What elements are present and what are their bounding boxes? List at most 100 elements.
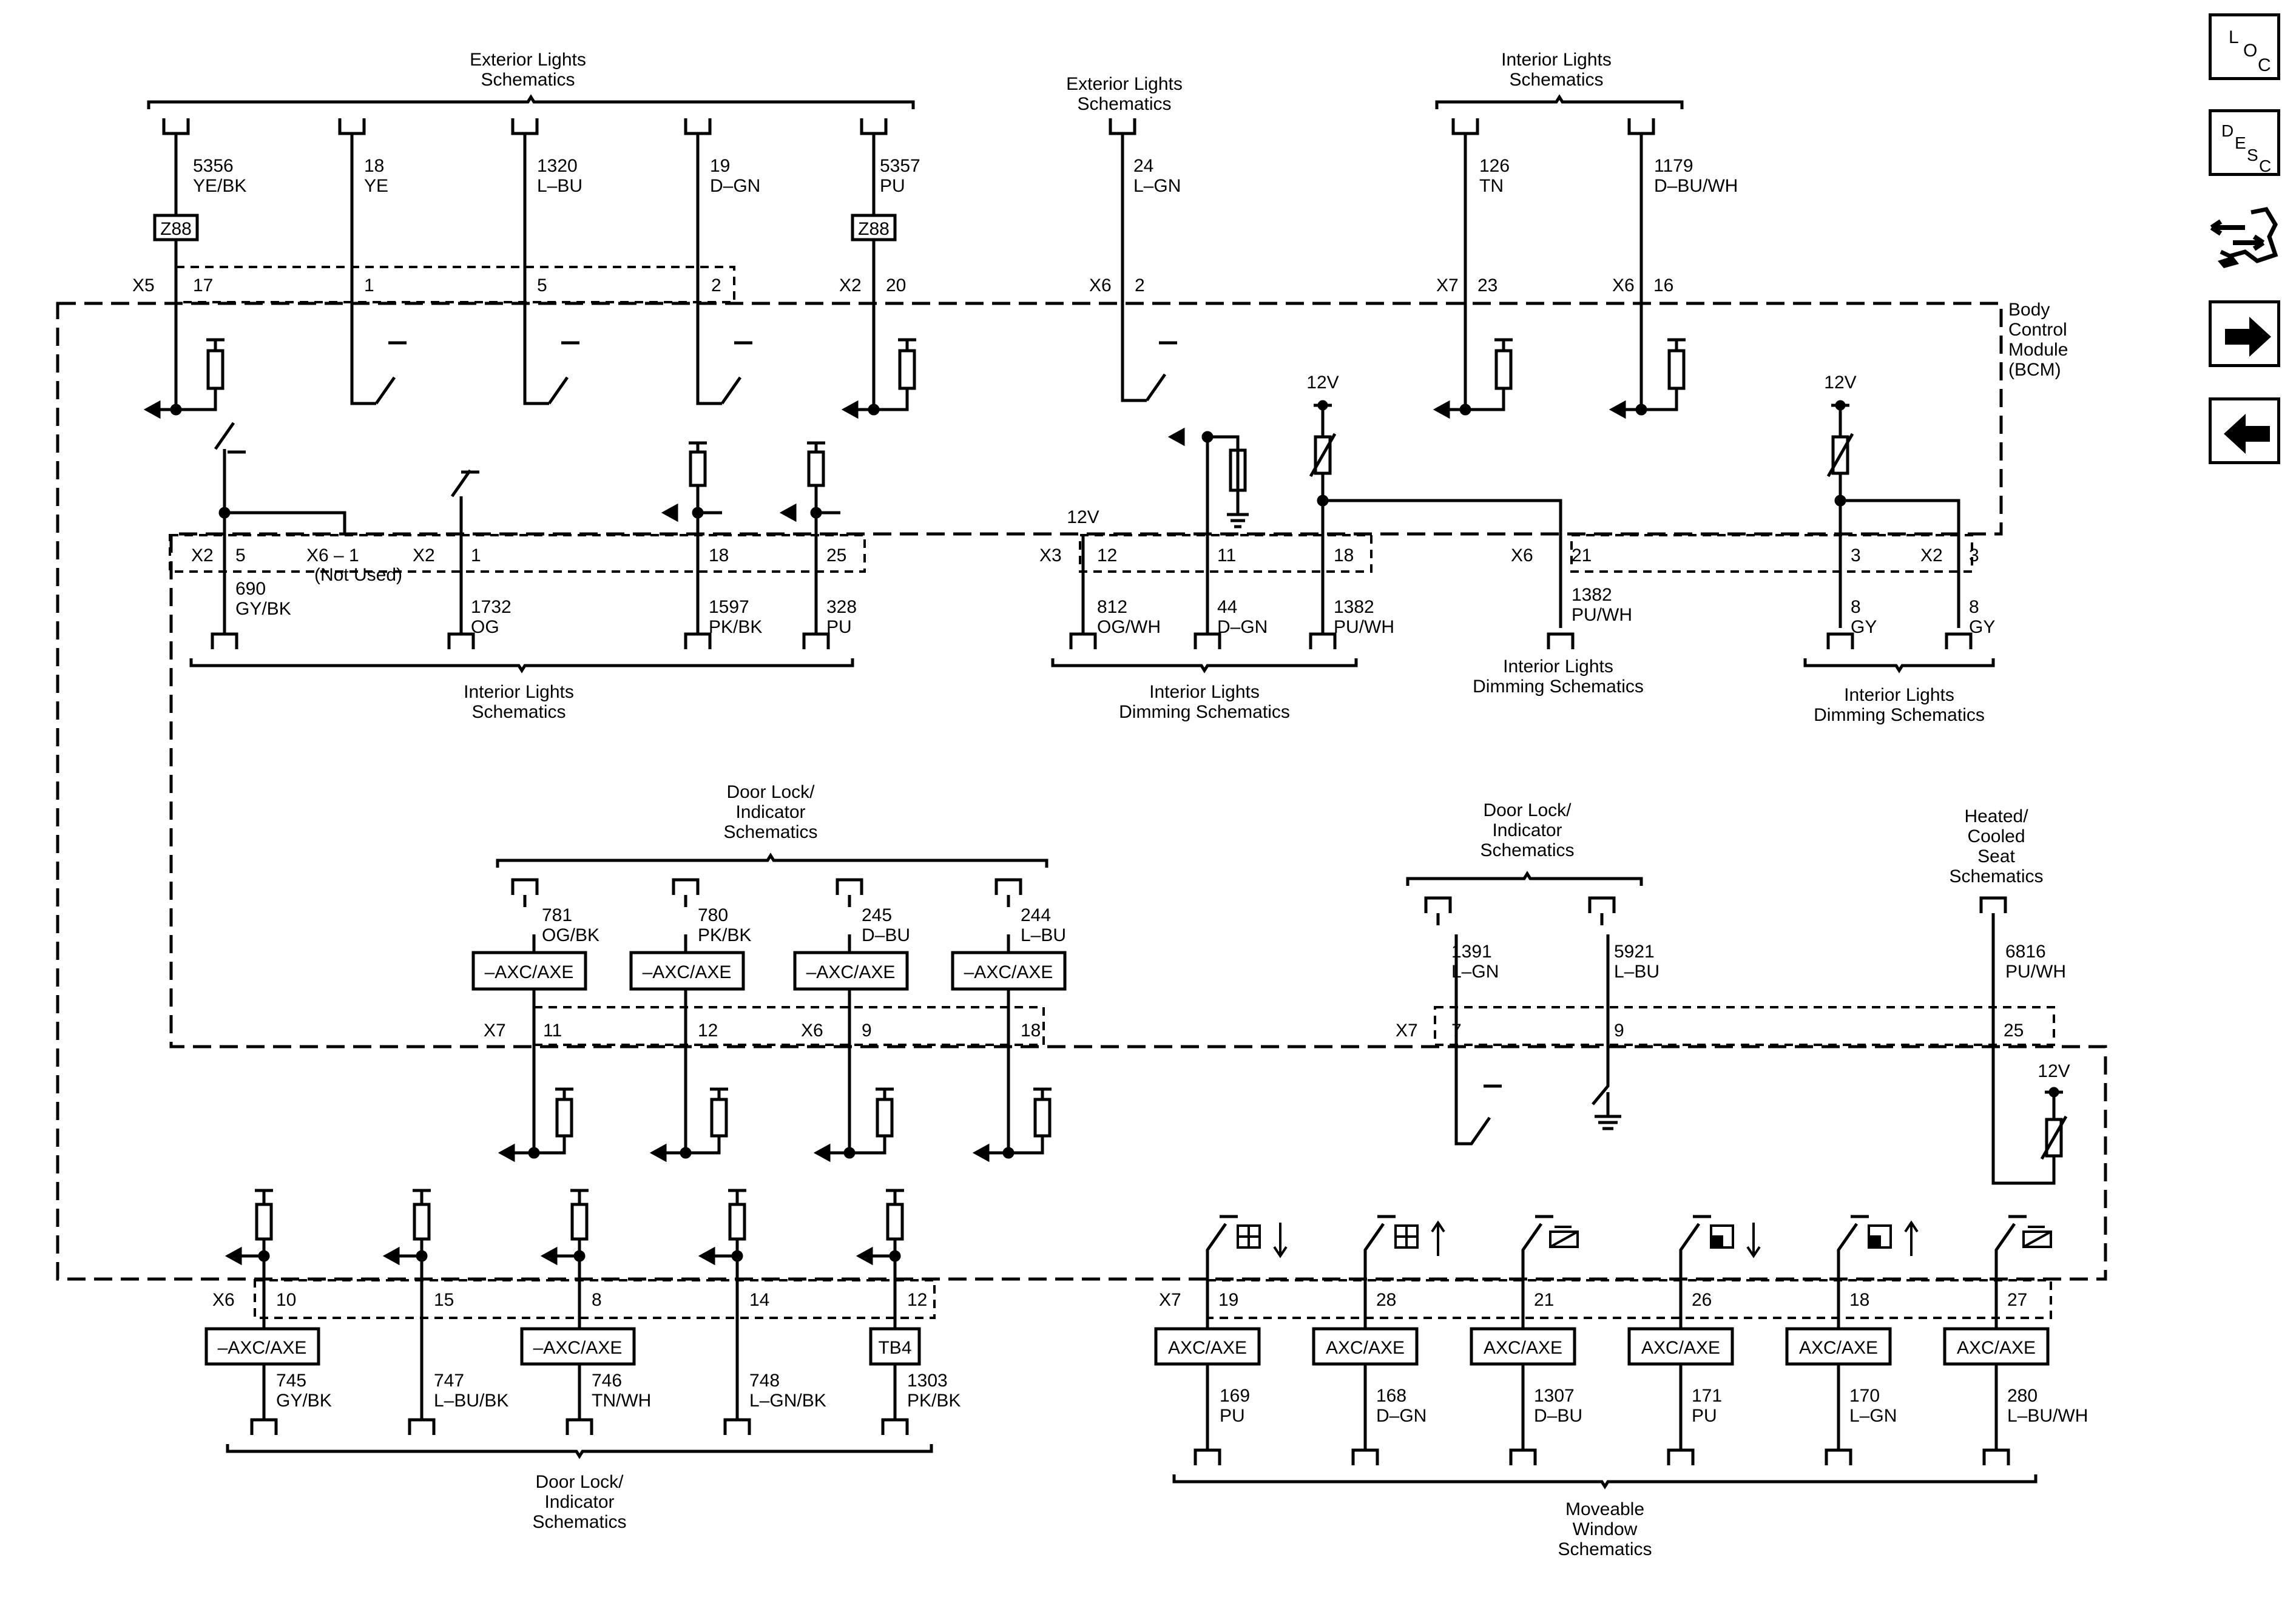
pin-number: 18 (1849, 1290, 1869, 1310)
connector-note: (Not Used) (314, 565, 402, 585)
wire-color-code: L–BU/BK (434, 1391, 508, 1411)
pin-number: 12 (1097, 545, 1117, 565)
pin-number: 11 (1217, 545, 1236, 565)
connector-label: X6 (1612, 275, 1635, 295)
desc-button[interactable]: D E S C (2209, 109, 2280, 176)
wire-circuit-number: 1597 (709, 597, 749, 617)
wire-circuit-number: 1320 (537, 156, 578, 176)
component-label: Z88 (160, 219, 192, 239)
next-button[interactable] (2209, 300, 2280, 367)
group-label-g-door-2: Indicator (1492, 820, 1562, 840)
wire-circuit-number: 18 (364, 156, 384, 176)
pin-number: 19 (1218, 1290, 1238, 1310)
connector-tool-icon (2210, 207, 2278, 268)
wire-circuit-number: 244 (1021, 905, 1051, 925)
group-label-g-seat: Cooled (1967, 826, 2025, 846)
group-label-g-door-1: Schematics (723, 822, 817, 842)
component-label: Z88 (858, 219, 890, 239)
component-label: AXC/AXE (1799, 1338, 1878, 1358)
wire-circuit-number: 170 (1849, 1386, 1880, 1406)
wire-color-code: PU (1220, 1406, 1245, 1426)
group-label-g-window: Schematics (1558, 1539, 1652, 1559)
pin-number: 28 (1376, 1290, 1396, 1310)
group-label-g-dim-2: Interior Lights (1503, 657, 1613, 677)
connector-label: X5 (132, 275, 155, 295)
loc-icon: L O C (2229, 27, 2271, 75)
wire-color-code: L–BU (1614, 962, 1660, 982)
brace-int-top (1435, 94, 1684, 109)
wire-circuit-number: 812 (1097, 597, 1127, 617)
arrows-door (498, 1087, 2059, 1163)
wire-color-code: PU (1692, 1406, 1717, 1426)
loc-button[interactable]: L O C (2209, 13, 2280, 80)
wire-circuit-number: 44 (1217, 597, 1237, 617)
svg-text:C: C (2258, 55, 2271, 75)
component-label: AXC/AXE (1957, 1338, 2036, 1358)
pin-number: 3 (1851, 545, 1861, 565)
pin-number: 12 (907, 1290, 927, 1310)
pin-number: 2 (1135, 275, 1145, 295)
desc-icon: D E S C (2221, 121, 2271, 175)
wire-circuit-number: 245 (862, 905, 892, 925)
back-button[interactable] (2209, 397, 2280, 464)
group-label-g-door-1: Indicator (735, 802, 805, 822)
group-label-g-window: Moveable (1565, 1499, 1644, 1519)
svg-text:C: C (2259, 157, 2271, 175)
pin-number: 12 (698, 1021, 718, 1041)
window-icons (1237, 1220, 2052, 1258)
connector-label: X7 (1436, 275, 1459, 295)
wire-color-code: D–BU/WH (1654, 176, 1738, 196)
group-label-g-door-2: Schematics (1480, 840, 1574, 860)
wire-circuit-number: 8 (1851, 597, 1861, 617)
harness-pins-top (162, 118, 1655, 146)
component-label: AXC/AXE (1168, 1338, 1247, 1358)
wire-color-code: L–BU (537, 176, 582, 196)
group-label-g-ext-1: Schematics (481, 70, 575, 90)
pin-number: 10 (276, 1290, 296, 1310)
module-label: Module (2008, 340, 2068, 360)
window-switches (1206, 1215, 2027, 1329)
pin-number: 16 (1653, 275, 1673, 295)
pin-number: 1 (364, 275, 374, 295)
wire-color-code: PK/BK (907, 1391, 961, 1411)
wire-circuit-number: 1307 (1534, 1386, 1575, 1406)
wire-circuit-number: 171 (1692, 1386, 1722, 1406)
wire-color-code: GY (1851, 617, 1877, 637)
wire-circuit-number: 24 (1133, 156, 1153, 176)
wire-color-code: PU/WH (1334, 617, 1394, 637)
pin-number: 25 (826, 545, 846, 565)
pin-number: 9 (862, 1021, 872, 1041)
pin-number: 23 (1477, 275, 1497, 295)
component-label: –AXC/AXE (218, 1338, 307, 1358)
harness-pins-door (511, 878, 2007, 925)
pin-number: 17 (193, 275, 213, 295)
wire-color-code: GY/BK (276, 1391, 332, 1411)
pin-number: 3 (1969, 545, 1979, 565)
wire-color-code: L–GN (1133, 176, 1181, 196)
wire-color-code: L–GN (1849, 1406, 1897, 1426)
group-label-g-int-top: Interior Lights (1501, 50, 1612, 70)
group-label-g-door-3: Indicator (544, 1492, 614, 1512)
wire-circuit-number: 19 (710, 156, 730, 176)
group-label-g-int-mid: Schematics (471, 702, 566, 722)
braces-door (496, 852, 1643, 886)
group-label-g-ext-1: Exterior Lights (470, 50, 586, 70)
connector-tool-button[interactable] (2209, 200, 2280, 273)
braces-mid (189, 658, 1995, 673)
wire-color-code: D–BU (1534, 1406, 1582, 1426)
wire-circuit-number: 1391 (1451, 942, 1492, 962)
connector-label: X3 (1039, 545, 1062, 565)
wire-color-code: PU (826, 617, 852, 637)
pin-number: 18 (709, 545, 729, 565)
connector-label: X2 (191, 545, 214, 565)
wire-color-code: L–GN (1451, 962, 1499, 982)
wire-circuit-number: 1303 (907, 1371, 948, 1391)
component-label: AXC/AXE (1326, 1338, 1405, 1358)
wire-color-code: D–GN (1217, 617, 1268, 637)
pin-number: 25 (2004, 1021, 2024, 1041)
pin-number: 11 (543, 1021, 562, 1041)
wire-circuit-number: 746 (592, 1371, 622, 1391)
wire-circuit-number: 1732 (471, 597, 512, 617)
group-label-g-door-3: Schematics (532, 1512, 626, 1532)
braces-bottom (226, 1444, 2038, 1490)
